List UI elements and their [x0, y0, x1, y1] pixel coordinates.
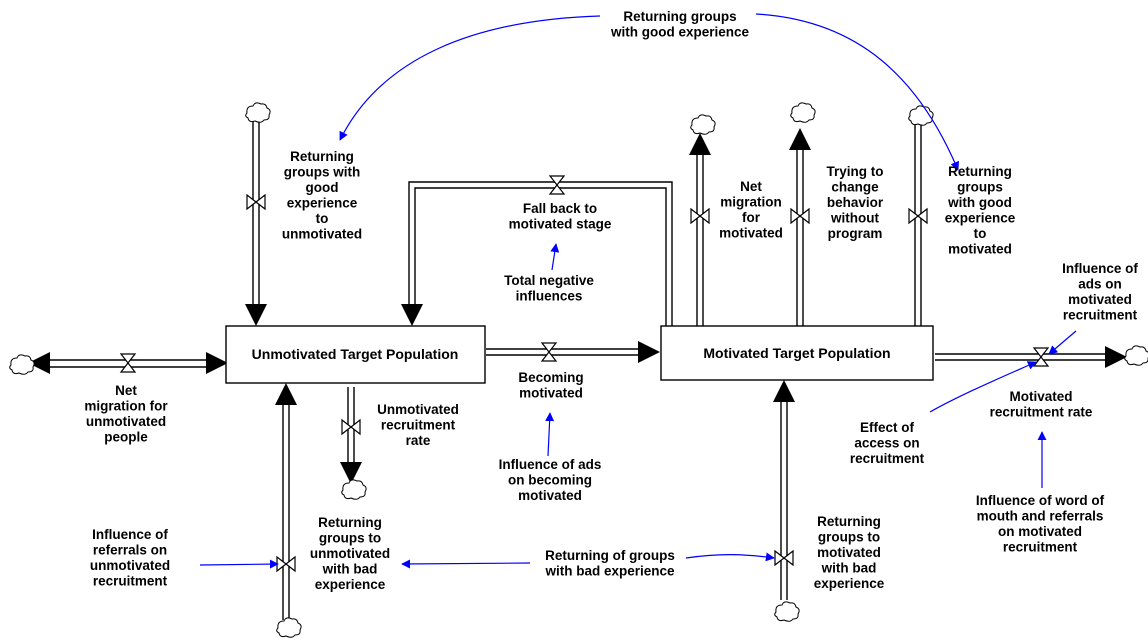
valve-icon: [690, 207, 710, 225]
valve-icon: [341, 418, 361, 436]
valve-icon: [548, 175, 566, 195]
valve-icon: [540, 342, 558, 362]
link-access-to-mot-recruitment: [929, 361, 1037, 413]
pipe-fall-back: [408, 181, 673, 348]
arrowhead-trying-to-change: [789, 128, 811, 150]
arrowhead-net-migration-mot-top: [689, 133, 711, 155]
cloud-icon: [341, 479, 367, 500]
arrowhead-returning-good-unmot: [245, 304, 267, 326]
valves: [119, 175, 1050, 573]
arrowhead-returning-bad-mot: [773, 380, 795, 402]
pipe-trying-to-change: [796, 140, 804, 348]
pipe-returning-good-to-motivated: [914, 125, 922, 338]
cloud-icon: [790, 102, 816, 123]
valve-icon: [1032, 347, 1050, 367]
valve-icon: [276, 555, 296, 573]
arrowhead-motivated-recruitment: [1105, 346, 1127, 368]
arrowhead-becoming-motivated: [638, 341, 660, 363]
arrowhead-net-migration-unmot-right: [206, 352, 228, 374]
cloud-icon: [1124, 345, 1148, 366]
pipe-returning-good-to-unmotivated: [252, 120, 260, 308]
cloud-icon: [9, 354, 35, 375]
link-ads-to-mot-recruitment: [1048, 330, 1077, 355]
valve-icon: [774, 549, 794, 567]
link-returning-bad-to-mot: [685, 552, 775, 562]
link-referrals-to-returning-bad-unmot: [199, 559, 279, 569]
pipe-returning-bad-to-unmotivated: [282, 395, 290, 620]
link-returning-bad-to-unmot: [401, 559, 531, 569]
valve-icon: [908, 207, 928, 225]
stock-motivated-label: Motivated Target Population: [703, 345, 890, 361]
pipe-motivated-recruitment: [935, 353, 1115, 361]
link-total-negative-to-fall-back: [550, 243, 560, 271]
arrowhead-net-migration-unmot-left: [28, 352, 50, 374]
stock-motivated: Motivated Target Population: [660, 325, 934, 381]
pipe-returning-bad-to-motivated: [780, 392, 788, 600]
clouds: [9, 102, 1148, 638]
link-ads-to-becoming: [545, 412, 555, 457]
pipe-net-migration-motivated: [696, 145, 704, 338]
valve-icon: [119, 353, 137, 373]
link-returning-good-to-mot: [755, 13, 959, 171]
stock-unmotivated-label: Unmotivated Target Population: [252, 346, 459, 362]
arrowhead-unmot-recruitment: [340, 462, 362, 484]
pipe-becoming-motivated: [486, 348, 650, 356]
causal-links: [199, 13, 1077, 569]
stock-unmotivated: Unmotivated Target Population: [225, 325, 486, 384]
cloud-icon: [276, 617, 302, 638]
cloud-icon: [245, 102, 271, 123]
cloud-icon: [774, 601, 800, 622]
arrowhead-returning-bad-unmot: [275, 383, 297, 405]
flow-pipes: [40, 120, 1115, 620]
valve-icon: [246, 193, 266, 211]
link-returning-good-to-unmot: [339, 15, 601, 141]
arrowhead-fall-back: [401, 304, 423, 326]
valve-icon: [790, 207, 810, 225]
cloud-icon: [690, 114, 716, 135]
